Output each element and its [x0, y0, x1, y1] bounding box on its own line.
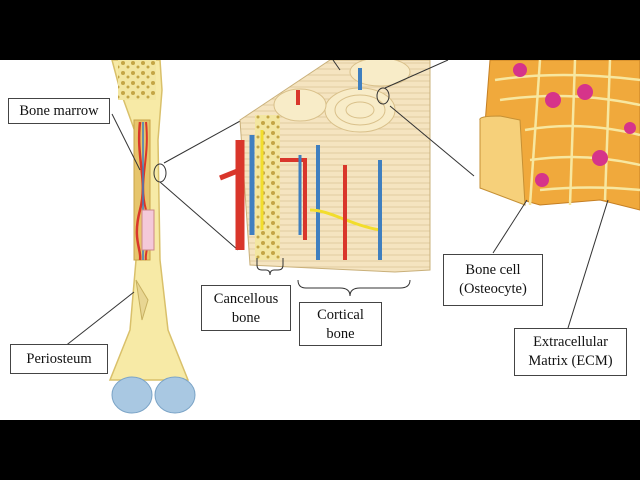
cartilage-left	[111, 376, 153, 414]
diagram-canvas: Bone marrow Periosteum Cancellous bone C…	[0, 60, 640, 420]
cancellous-line-2: bone	[231, 310, 261, 326]
osteocyte-cell-1	[513, 63, 527, 77]
cancellous-region	[255, 115, 280, 260]
periosteum-label: Periosteum	[10, 344, 108, 374]
osteocyte-zoom-marker	[376, 87, 390, 105]
ecm-line-2: Matrix (ECM)	[528, 353, 613, 369]
osteocyte-cell-4	[535, 173, 549, 187]
cartilage-right	[154, 376, 196, 414]
osteocyte-cell-5	[592, 150, 608, 166]
osteocyte-cell-6	[624, 122, 636, 134]
bone-marrow-leader	[111, 113, 141, 171]
marrow-cut-section	[141, 209, 155, 251]
bone-cell-label: Bone cell (Osteocyte)	[443, 254, 543, 306]
bone-structure-illustration	[63, 60, 640, 414]
cortical-bone-label: Cortical bone	[299, 302, 382, 346]
artery-h1	[280, 158, 307, 240]
zoom-line-bottom	[159, 181, 239, 251]
cortical-line-1: Cortical	[317, 307, 364, 323]
periosteum-leader	[63, 291, 135, 348]
ecm-cut-face	[479, 115, 526, 206]
cancellous-bone-label: Cancellous bone	[201, 285, 291, 331]
bone-marrow-label: Bone marrow	[8, 98, 110, 124]
periosteum-text: Periosteum	[26, 351, 92, 367]
cross-section-block	[219, 60, 431, 273]
periosteum-flap	[135, 279, 149, 321]
osteocyte-zoom	[479, 60, 640, 211]
bone-cell-leader	[492, 199, 528, 254]
cortical-brace	[297, 279, 411, 297]
nerve-branch	[309, 208, 381, 232]
bone-cell-line-2: (Osteocyte)	[459, 281, 527, 297]
osteon-ring-2	[345, 101, 375, 119]
bone-head-spongy	[118, 60, 156, 100]
ecm-leader	[567, 199, 609, 329]
ecm-line-1: Extracellular	[533, 334, 608, 350]
artery-branch	[219, 167, 241, 181]
osteon-leader-1	[332, 60, 341, 71]
osteocyte-cell-2	[545, 92, 561, 108]
marrow-artery	[135, 121, 145, 261]
osteocyte-cell-3	[577, 84, 593, 100]
zoom-line-top	[163, 119, 243, 164]
cancellous-line-1: Cancellous	[213, 291, 279, 307]
cancellous-brace	[256, 258, 284, 276]
matrix-lines	[494, 60, 640, 206]
osteon-ring-1	[334, 94, 386, 126]
cortical-line-2: bone	[326, 326, 355, 342]
zoom-line-right	[389, 105, 475, 177]
osteon-top-3	[349, 60, 411, 87]
bone-cell-line-1: Bone cell	[465, 262, 521, 278]
bone-marrow-text: Bone marrow	[19, 103, 99, 119]
ecm-label: Extracellular Matrix (ECM)	[514, 328, 627, 376]
long-bone	[108, 60, 196, 414]
osteon-leader-2	[384, 60, 449, 89]
